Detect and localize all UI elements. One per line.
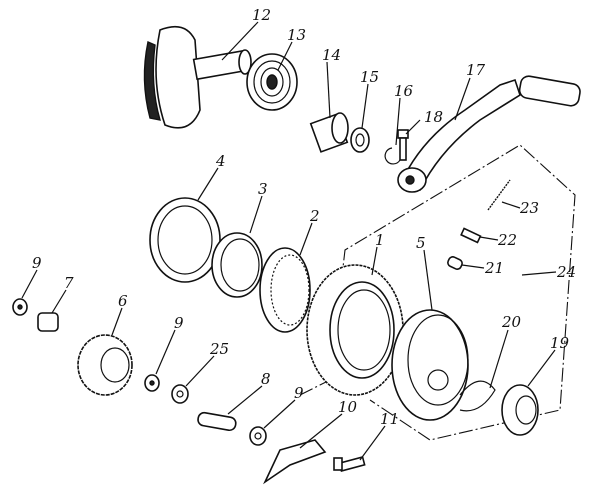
label-4: 4: [215, 152, 226, 170]
part-20-plate: [459, 380, 496, 412]
label-9-mid: 9: [174, 314, 184, 332]
part-19-cap: [501, 384, 539, 436]
part-13-spring: [246, 53, 298, 111]
label-12: 12: [252, 6, 271, 24]
part-18-bolt: [397, 129, 409, 161]
part-21-roller: [447, 256, 463, 270]
part-25-washer: [171, 384, 189, 404]
label-18: 18: [424, 108, 443, 126]
part-15-washer: [350, 127, 370, 153]
label-16: 16: [394, 82, 414, 100]
part-9-washer-low: [249, 426, 267, 446]
part-22-pin: [460, 227, 482, 244]
label-24: 24: [556, 263, 576, 281]
label-15: 15: [360, 68, 379, 86]
label-17: 17: [466, 61, 486, 79]
label-13: 13: [287, 26, 306, 44]
part-11-bolt: [333, 456, 366, 472]
label-3: 3: [258, 180, 268, 198]
label-7: 7: [64, 274, 74, 292]
label-9-left: 9: [32, 254, 42, 272]
label-25: 25: [209, 340, 229, 358]
label-2: 2: [309, 207, 320, 225]
label-1: 1: [375, 231, 385, 249]
label-8: 8: [261, 370, 271, 388]
part-16-circlip: [384, 147, 401, 165]
part-9-washer-left: [12, 298, 28, 316]
part-3-ring: [211, 232, 263, 298]
part-6-gear: [77, 334, 133, 396]
part-2-bearing: [259, 247, 311, 333]
part-5-clutch: [391, 309, 469, 421]
part-12-kick-shaft: [143, 25, 252, 129]
label-23: 23: [519, 199, 539, 217]
label-20: 20: [501, 313, 522, 331]
part-7-needle-bearing: [37, 312, 59, 332]
part-1-starter-gear: [306, 264, 404, 396]
label-9-low: 9: [294, 384, 304, 402]
part-14-bushing: [309, 112, 349, 153]
label-6: 6: [118, 292, 128, 310]
part-9-washer-mid: [144, 374, 160, 392]
part-10-ratchet: [263, 439, 327, 485]
label-11: 11: [380, 410, 399, 428]
part-17-kick-lever: [397, 75, 581, 193]
label-21: 21: [484, 259, 504, 277]
label-14: 14: [322, 46, 341, 64]
part-8-shaft: [197, 411, 237, 432]
label-22: 22: [497, 231, 517, 249]
label-5: 5: [416, 234, 426, 252]
part-23-spring: [487, 179, 511, 211]
label-10: 10: [338, 398, 358, 416]
leader-lines: [21, 21, 557, 461]
part-4-ring: [149, 197, 221, 283]
label-19: 19: [550, 334, 570, 352]
